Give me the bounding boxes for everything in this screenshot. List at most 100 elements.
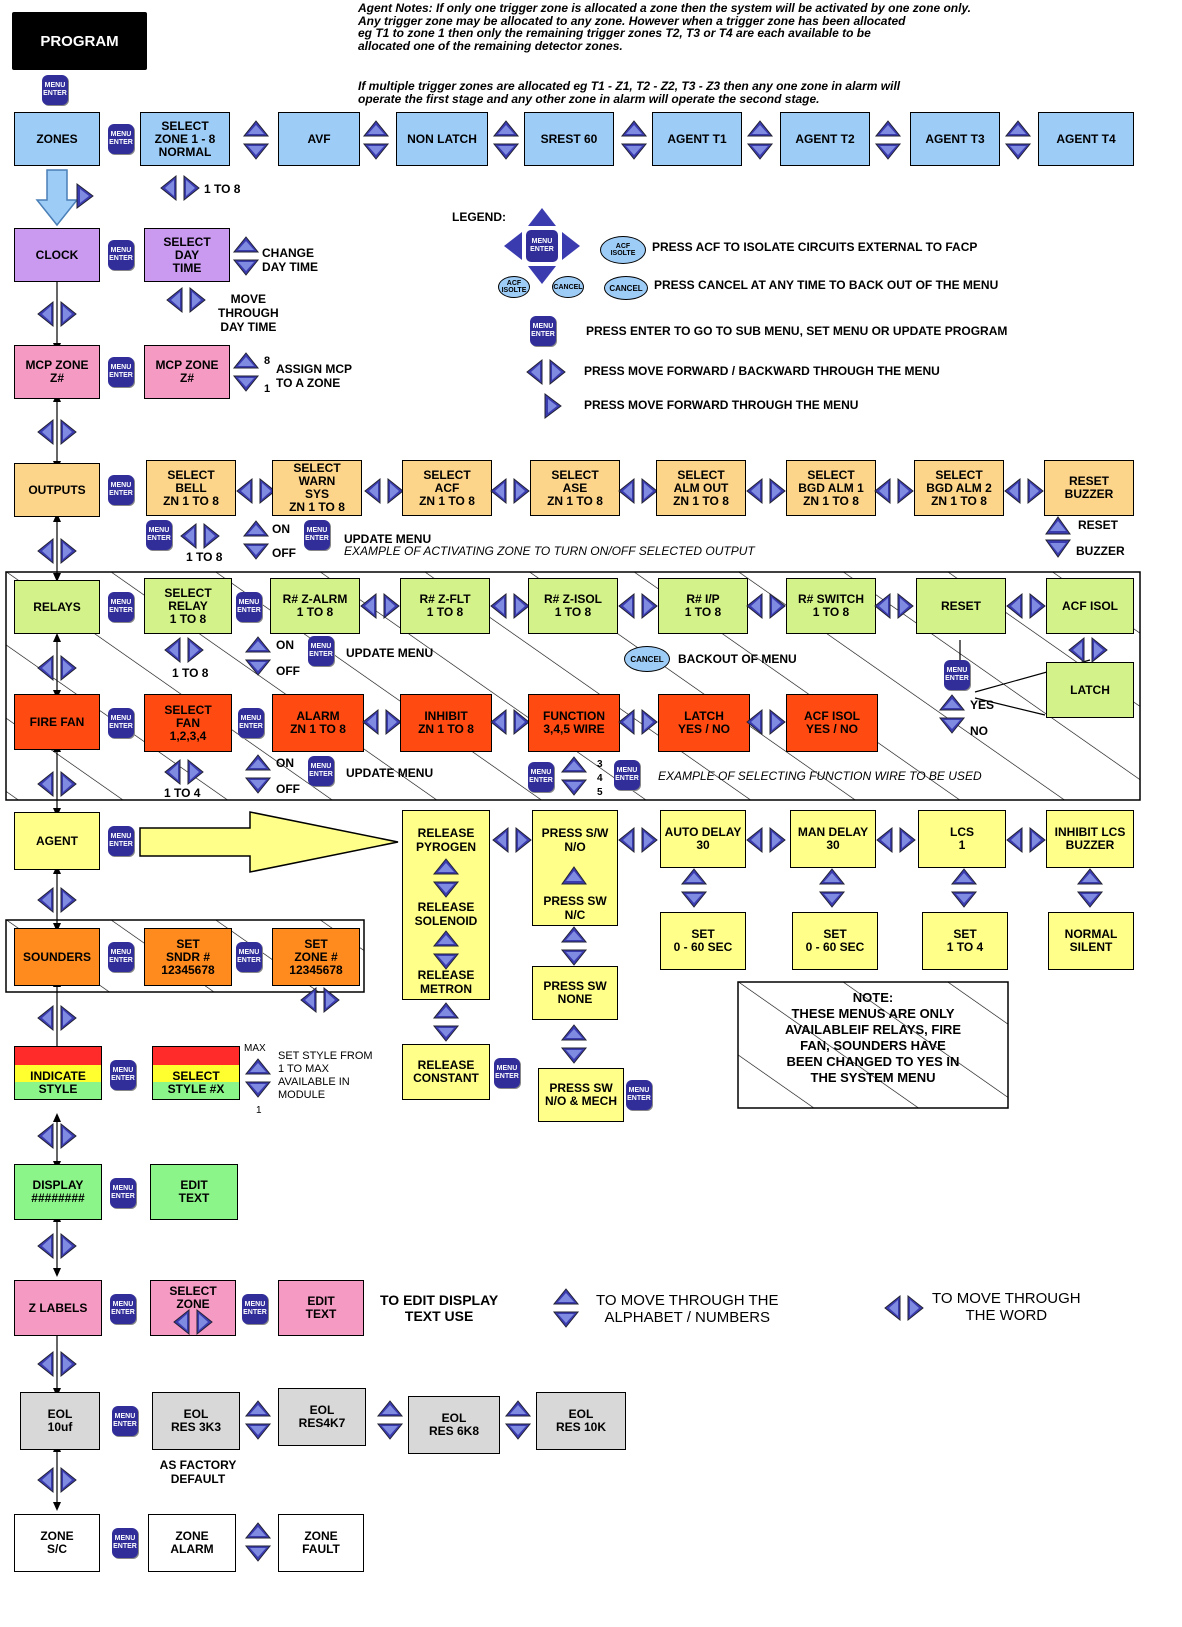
left-right-icon[interactable] bbox=[160, 174, 200, 202]
up-down-icon[interactable] bbox=[938, 694, 966, 734]
fire-fan-item-box[interactable]: LATCH YES / NO bbox=[658, 694, 750, 752]
up-down-icon[interactable] bbox=[492, 120, 520, 160]
menu-enter-button[interactable]: MENU ENTER bbox=[112, 1406, 138, 1436]
up-down-icon[interactable] bbox=[818, 868, 846, 908]
left-right-icon[interactable] bbox=[180, 522, 220, 550]
menu-enter-button[interactable]: MENU ENTER bbox=[944, 660, 970, 690]
up-down-icon[interactable] bbox=[552, 1288, 580, 1328]
zone-item-box[interactable]: AGENT T1 bbox=[652, 112, 742, 166]
release-metron[interactable]: RELEASE METRON bbox=[417, 968, 475, 996]
clock-box[interactable]: CLOCK bbox=[14, 228, 100, 282]
acf-isolate-button[interactable]: ACF ISOLTE bbox=[498, 276, 530, 298]
left-right-icon[interactable] bbox=[490, 708, 530, 736]
left-right-icon[interactable] bbox=[166, 286, 206, 314]
up-icon[interactable] bbox=[1044, 516, 1072, 536]
press-sw-mech-box[interactable]: PRESS SW N/O & MECH bbox=[538, 1068, 624, 1122]
relays-latch-box[interactable]: LATCH bbox=[1046, 662, 1134, 718]
left-right-icon[interactable] bbox=[362, 708, 402, 736]
inhibit-lcs-box[interactable]: INHIBIT LCS BUZZER bbox=[1046, 810, 1134, 868]
menu-enter-button[interactable]: MENU ENTER bbox=[146, 520, 172, 550]
clock-select-box[interactable]: SELECT DAY TIME bbox=[144, 228, 230, 282]
left-right-icon[interactable] bbox=[164, 636, 204, 664]
left-right-icon[interactable] bbox=[37, 1350, 77, 1378]
up-down-icon[interactable] bbox=[560, 926, 588, 966]
menu-enter-button[interactable]: MENU ENTER bbox=[308, 756, 334, 786]
menu-enter-button[interactable]: MENU ENTER bbox=[494, 1058, 520, 1088]
zone-sc-box[interactable]: ZONE S/C bbox=[14, 1514, 100, 1572]
up-down-icon[interactable] bbox=[432, 858, 460, 898]
menu-enter-button[interactable]: MENU ENTER bbox=[530, 238, 554, 253]
zones-select-box[interactable]: SELECT ZONE 1 - 8 NORMAL bbox=[140, 112, 230, 166]
left-right-icon[interactable] bbox=[492, 826, 532, 854]
left-right-icon[interactable] bbox=[37, 886, 77, 914]
left-right-icon[interactable] bbox=[746, 826, 786, 854]
zone-item-box[interactable]: SREST 60 bbox=[524, 112, 614, 166]
menu-enter-button[interactable]: MENU ENTER bbox=[108, 592, 134, 622]
up-down-icon[interactable] bbox=[620, 120, 648, 160]
left-right-icon[interactable] bbox=[874, 592, 914, 620]
relays-item-box[interactable]: R# Z-ISOL 1 TO 8 bbox=[528, 578, 618, 634]
forward-icon[interactable] bbox=[74, 182, 94, 210]
zone-alarm-box[interactable]: ZONE ALARM bbox=[148, 1514, 236, 1572]
outputs-item-box[interactable]: SELECT BGD ALM 1 ZN 1 TO 8 bbox=[786, 460, 876, 516]
up-down-icon[interactable] bbox=[560, 1024, 588, 1064]
left-right-icon[interactable] bbox=[1006, 592, 1046, 620]
up-down-icon[interactable] bbox=[1004, 120, 1032, 160]
menu-enter-button[interactable]: MENU ENTER bbox=[108, 708, 134, 738]
press-sw-no[interactable]: PRESS S/W N/O bbox=[541, 826, 609, 854]
menu-enter-button[interactable]: MENU ENTER bbox=[110, 1060, 136, 1090]
menu-enter-button[interactable]: MENU ENTER bbox=[238, 708, 264, 738]
left-right-icon[interactable] bbox=[1004, 477, 1044, 505]
zone-item-box[interactable]: AGENT T2 bbox=[780, 112, 870, 166]
left-right-icon[interactable] bbox=[37, 1122, 77, 1150]
release-solenoid[interactable]: RELEASE SOLENOID bbox=[414, 900, 478, 928]
outputs-item-box[interactable]: SELECT BGD ALM 2 ZN 1 TO 8 bbox=[914, 460, 1004, 516]
press-sw-none-box[interactable]: PRESS SW NONE bbox=[532, 966, 618, 1020]
select-style-box[interactable] bbox=[152, 1046, 240, 1100]
edit-text-box[interactable]: EDIT TEXT bbox=[150, 1164, 238, 1220]
zone-item-box[interactable]: AGENT T4 bbox=[1038, 112, 1134, 166]
menu-enter-button[interactable]: MENU ENTER bbox=[236, 592, 262, 622]
indicate-style-box[interactable] bbox=[14, 1046, 102, 1100]
cancel-button[interactable]: CANCEL bbox=[604, 276, 648, 300]
reset-buzzer-box[interactable]: RESET BUZZER bbox=[1044, 460, 1134, 516]
up-down-icon[interactable] bbox=[376, 1400, 404, 1440]
down-icon[interactable] bbox=[1044, 538, 1072, 558]
set-box[interactable]: NORMAL SILENT bbox=[1048, 912, 1134, 970]
zone-item-box[interactable]: AGENT T3 bbox=[910, 112, 1000, 166]
left-right-icon[interactable] bbox=[236, 477, 276, 505]
menu-enter-button[interactable]: MENU ENTER bbox=[108, 240, 134, 270]
left-right-icon[interactable] bbox=[746, 477, 786, 505]
outputs-item-box[interactable]: SELECT ACF ZN 1 TO 8 bbox=[402, 460, 492, 516]
left-right-icon[interactable] bbox=[1068, 636, 1108, 664]
navigation-pad-icon[interactable] bbox=[502, 206, 582, 286]
relays-select-box[interactable]: SELECT RELAY 1 TO 8 bbox=[144, 578, 232, 634]
up-down-icon[interactable] bbox=[362, 120, 390, 160]
eol-item-box[interactable]: EOL RES 3K3 bbox=[152, 1392, 240, 1450]
set-zone-box[interactable]: SET ZONE # 12345678 bbox=[272, 928, 360, 986]
outputs-item-box[interactable]: SELECT BELL ZN 1 TO 8 bbox=[146, 460, 236, 516]
outputs-item-box[interactable]: SELECT WARN SYS ZN 1 TO 8 bbox=[272, 460, 362, 516]
left-right-icon[interactable] bbox=[37, 1232, 77, 1260]
left-right-icon[interactable] bbox=[37, 537, 77, 565]
sounders-box[interactable]: SOUNDERS bbox=[14, 928, 100, 986]
fire-fan-box[interactable]: FIRE FAN bbox=[14, 694, 100, 750]
zone-fault-box[interactable]: ZONE FAULT bbox=[278, 1514, 364, 1572]
eol-item-box[interactable]: EOL RES 6K8 bbox=[408, 1396, 500, 1454]
up-down-icon[interactable] bbox=[1076, 868, 1104, 908]
left-right-icon[interactable] bbox=[37, 1004, 77, 1032]
man-delay-box[interactable]: MAN DELAY 30 bbox=[790, 810, 876, 868]
lcs-box[interactable]: LCS 1 bbox=[918, 810, 1006, 868]
auto-delay-box[interactable]: AUTO DELAY 30 bbox=[660, 810, 746, 868]
menu-enter-button[interactable]: MENU ENTER bbox=[108, 357, 134, 387]
up-down-icon[interactable] bbox=[504, 1400, 532, 1440]
up-down-icon[interactable] bbox=[244, 1058, 272, 1098]
left-right-icon[interactable] bbox=[618, 708, 658, 736]
forward-icon[interactable] bbox=[542, 392, 562, 420]
release-constant-box[interactable]: RELEASE CONSTANT bbox=[402, 1044, 490, 1100]
fire-fan-select-box[interactable]: SELECT FAN 1,2,3,4 bbox=[144, 694, 232, 752]
zones-box[interactable]: ZONES bbox=[14, 112, 100, 166]
fire-fan-item-box[interactable]: ALARM ZN 1 TO 8 bbox=[272, 694, 364, 752]
left-right-icon[interactable] bbox=[884, 1294, 924, 1322]
cancel-button[interactable]: CANCEL bbox=[552, 276, 584, 298]
